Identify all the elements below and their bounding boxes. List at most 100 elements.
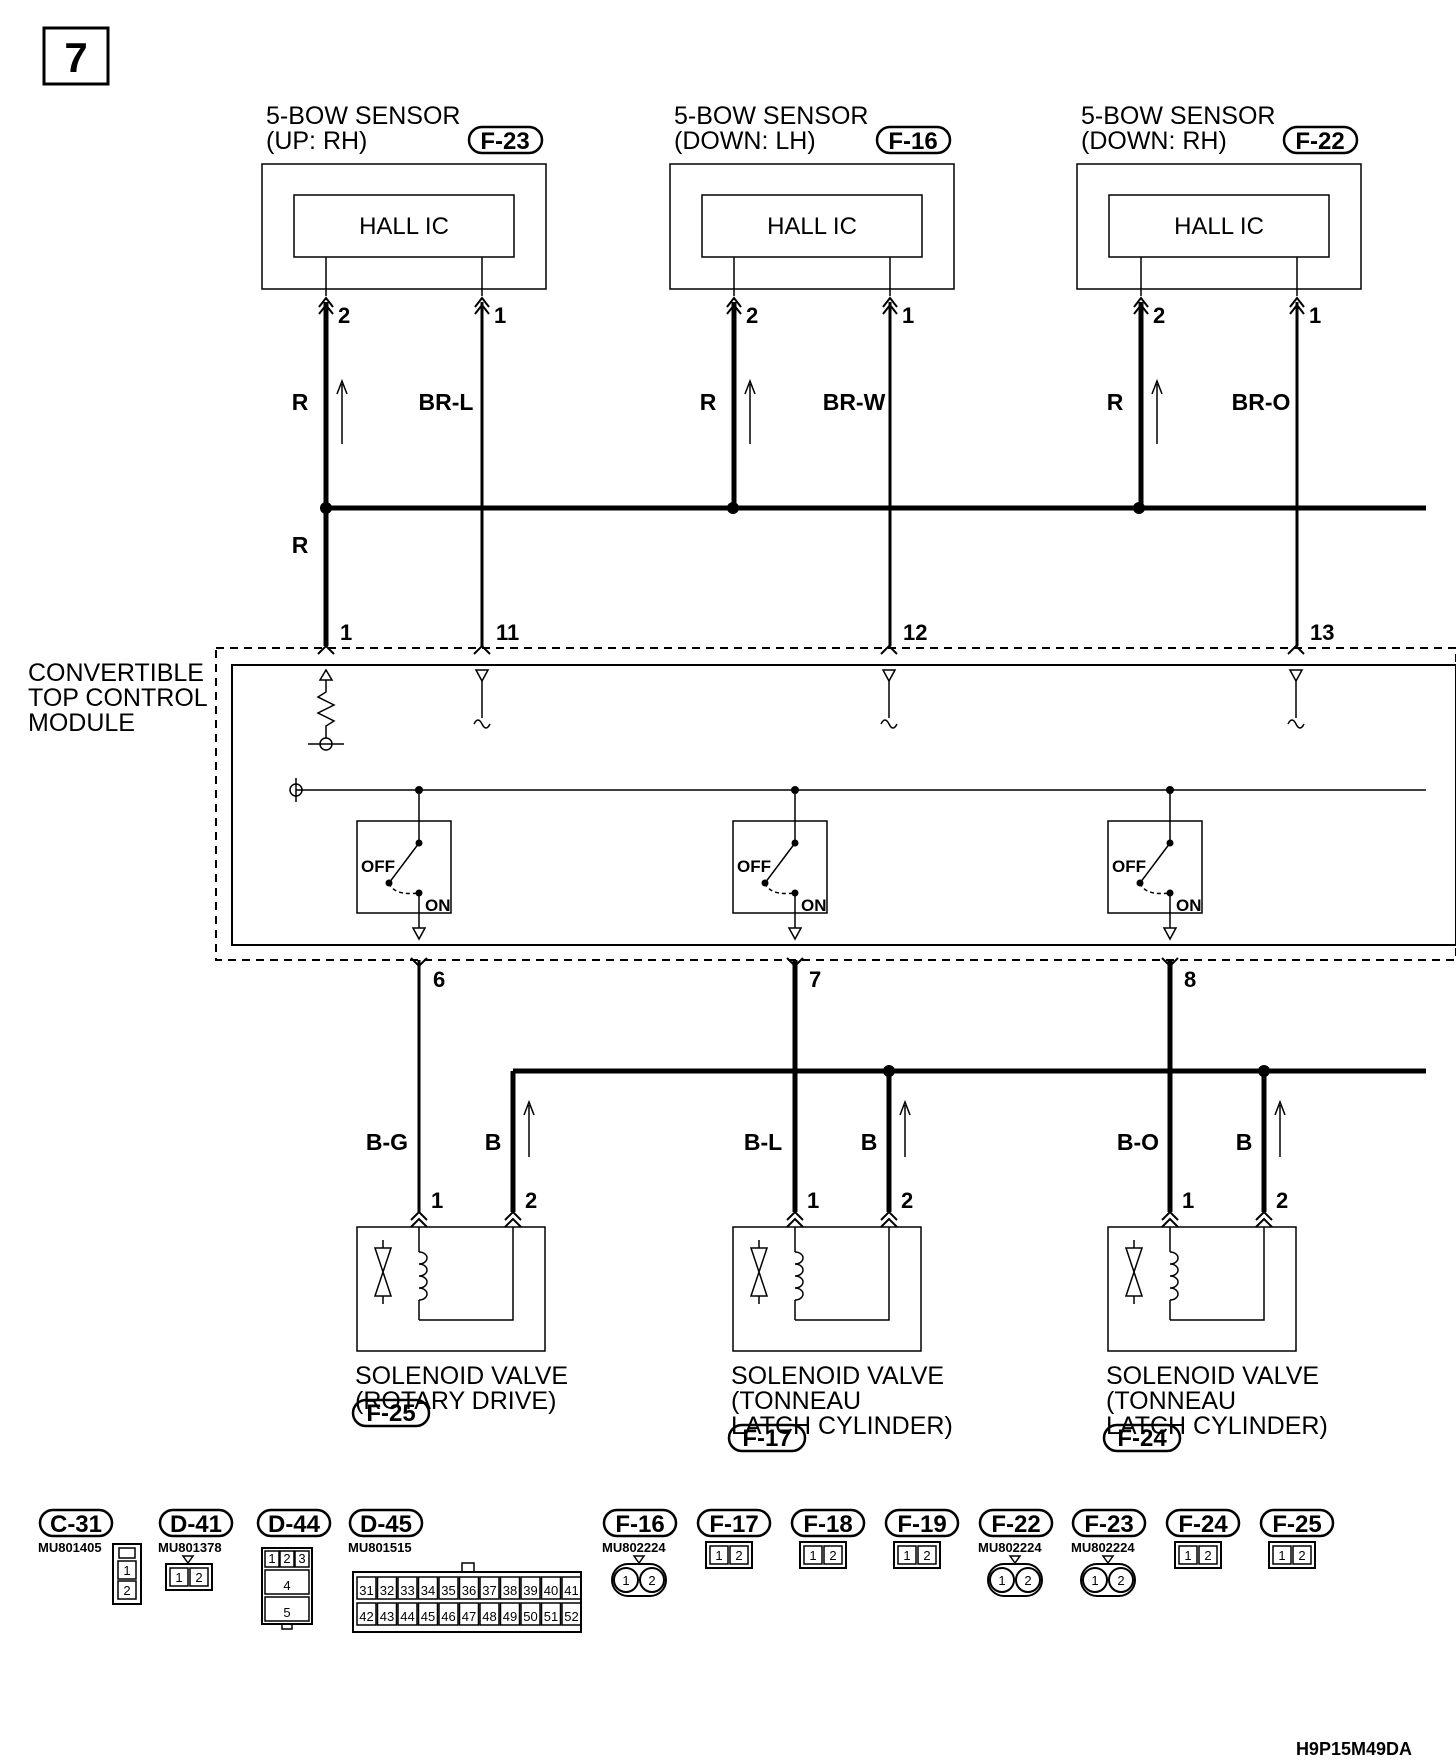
round-connector-pin: 1 bbox=[998, 1573, 1005, 1588]
valve-connector-tag: F-25 bbox=[366, 1400, 415, 1427]
round-connector-key bbox=[1101, 1555, 1115, 1565]
solenoid-coil-icon bbox=[418, 1251, 428, 1301]
valve-pin-right-mark-2 bbox=[504, 1217, 522, 1228]
sensor-box bbox=[1076, 163, 1362, 290]
d45-pin-cell bbox=[561, 1576, 582, 1600]
square-connector-pin: 2 bbox=[923, 1548, 930, 1563]
hall-ic-label: HALL IC bbox=[767, 213, 857, 240]
valve-connector-tag-box bbox=[351, 1398, 431, 1428]
d45-pin: 49 bbox=[503, 1609, 517, 1624]
sensor-wire-right-label: BR-O bbox=[1232, 389, 1291, 415]
module-bottom-pin: 8 bbox=[1184, 967, 1196, 992]
valve-title: SOLENOID VALVE bbox=[731, 1362, 944, 1390]
d45-pin-cell bbox=[561, 1602, 582, 1626]
d45-pin: 39 bbox=[523, 1583, 537, 1598]
hall-ic-label: HALL IC bbox=[359, 213, 449, 240]
module-top-pin: 1 bbox=[340, 620, 352, 645]
square-connector-pin: 1 bbox=[903, 1548, 910, 1563]
square-connector-pin: 1 bbox=[1184, 1548, 1191, 1563]
sensor-pin-left-arrow-a bbox=[318, 296, 334, 308]
sensor-pin-right-arrow-a bbox=[882, 296, 898, 308]
switch-on-contact bbox=[1166, 889, 1174, 897]
input-arrow bbox=[1288, 669, 1304, 683]
d45-pin: 52 bbox=[564, 1609, 578, 1624]
round-connector-pin-ring bbox=[639, 1567, 665, 1593]
sensor-title: 5-BOW SENSOR bbox=[266, 102, 460, 130]
round-connector-housing bbox=[611, 1563, 667, 1597]
square-connector-housing bbox=[893, 1541, 941, 1569]
valve-current-head bbox=[899, 1099, 911, 1116]
square-connector-housing bbox=[1174, 1541, 1222, 1569]
valve-wire-right-label: B bbox=[1236, 1129, 1253, 1155]
d45-pin-cell bbox=[520, 1602, 541, 1626]
legend-tag-box bbox=[884, 1508, 960, 1538]
d45-pin: 43 bbox=[380, 1609, 394, 1624]
round-connector-pin: 2 bbox=[1024, 1573, 1031, 1588]
valve-pin-left-mark-2 bbox=[786, 1217, 804, 1228]
round-connector-pin: 2 bbox=[648, 1573, 655, 1588]
switch-blade bbox=[388, 842, 420, 884]
switch-on-contact bbox=[415, 889, 423, 897]
pullup-arrow bbox=[318, 668, 334, 681]
switch-output-arrow bbox=[1162, 927, 1178, 941]
valve-pin-right: 2 bbox=[525, 1188, 537, 1213]
legend-tag: C-31 bbox=[50, 1511, 102, 1538]
legend-tag: F-19 bbox=[897, 1511, 946, 1538]
legend-tag: D-45 bbox=[360, 1511, 412, 1538]
legend-tag-box bbox=[256, 1508, 332, 1538]
d45-pin-cell bbox=[417, 1602, 439, 1626]
switch-output-arrow bbox=[411, 927, 427, 941]
switch-off-label: OFF bbox=[1112, 857, 1146, 876]
sensor-connector-tag-box bbox=[1282, 125, 1359, 155]
legend-tag: F-22 bbox=[991, 1511, 1040, 1538]
c31-pin-cell bbox=[117, 1560, 137, 1580]
d44-pin: 1 bbox=[268, 1551, 275, 1566]
valve-pin-right-mark-2 bbox=[880, 1217, 898, 1228]
legend-tag: F-17 bbox=[709, 1511, 758, 1538]
valve-current-head bbox=[523, 1099, 535, 1116]
d41-pin: 2 bbox=[195, 1570, 202, 1585]
hall-ic-box bbox=[293, 194, 515, 258]
sensor-position: (DOWN: LH) bbox=[674, 127, 816, 155]
valve-pin-left: 1 bbox=[807, 1188, 819, 1213]
square-connector-housing bbox=[1268, 1541, 1316, 1569]
d45-pin-cell bbox=[438, 1602, 459, 1626]
valve-subtitle: (TONNEAU bbox=[1106, 1387, 1236, 1415]
valve-connector-tag: F-24 bbox=[1117, 1425, 1167, 1452]
sensor-connector-tag: F-23 bbox=[480, 128, 529, 155]
sensor-pin-right-arrow-a bbox=[474, 296, 490, 308]
round-connector-pin-ring bbox=[1082, 1567, 1108, 1593]
sensor-pin-right: 1 bbox=[1309, 303, 1321, 328]
sensor-connector-tag: F-16 bbox=[888, 128, 937, 155]
c31-latch bbox=[118, 1547, 136, 1559]
valve-pin-right: 2 bbox=[1276, 1188, 1288, 1213]
coil-return bbox=[795, 1227, 890, 1321]
square-connector-pin-cell bbox=[729, 1545, 749, 1565]
d41-pin-cell bbox=[189, 1567, 209, 1587]
sensor-box bbox=[261, 163, 547, 290]
d44-pin: 4 bbox=[283, 1578, 290, 1593]
legend-tag-box bbox=[1259, 1508, 1335, 1538]
d44-pin-cell bbox=[264, 1550, 280, 1568]
solenoid-coil-icon bbox=[794, 1251, 804, 1301]
sensor-pin-left-arrow-a bbox=[1133, 296, 1149, 308]
valve-box bbox=[1107, 1226, 1297, 1352]
d45-pin: 48 bbox=[482, 1609, 496, 1624]
hall-ic-box bbox=[1108, 194, 1330, 258]
switch-blade bbox=[764, 842, 796, 884]
d45-pin: 47 bbox=[462, 1609, 476, 1624]
d45-pin-cell bbox=[397, 1602, 418, 1626]
sensor-position: (DOWN: RH) bbox=[1081, 127, 1227, 155]
d45-pin-cell bbox=[520, 1576, 541, 1600]
legend-tag: F-23 bbox=[1084, 1511, 1133, 1538]
sensor-pin-left: 2 bbox=[746, 303, 758, 328]
switch-box bbox=[732, 820, 828, 914]
switch-box bbox=[356, 820, 452, 914]
legend-tag: F-24 bbox=[1178, 1511, 1228, 1538]
legend-tag-box bbox=[1165, 1508, 1241, 1538]
legend-tag-box bbox=[38, 1508, 114, 1538]
square-connector-pin: 2 bbox=[1298, 1548, 1305, 1563]
valve-pin-right-mark-2 bbox=[1255, 1217, 1273, 1228]
